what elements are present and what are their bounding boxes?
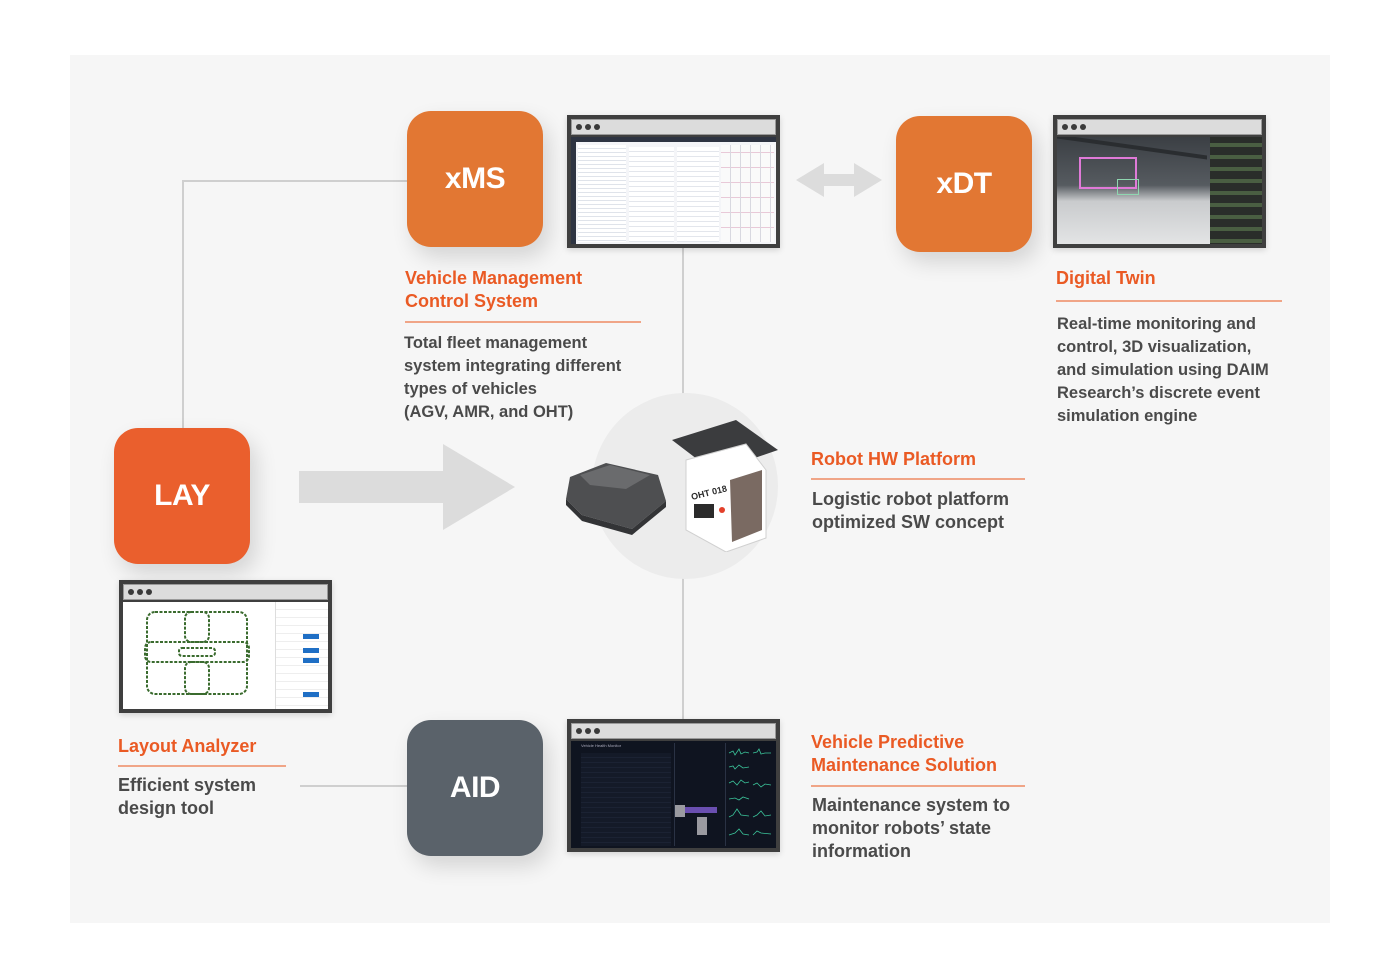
desc-line: system integrating different [404, 357, 622, 375]
desc-line: control, 3D visualization, [1057, 338, 1252, 356]
desc-line: simulation engine [1057, 407, 1198, 425]
vehicle-health-monitor-image: Vehicle Health Monitor [571, 741, 776, 848]
xms-title-line: Control System [405, 291, 539, 311]
window-dot-icon [585, 728, 591, 734]
window-dot-icon [576, 124, 582, 130]
desc-line: Real-time monitoring and [1057, 315, 1256, 333]
robot-divider [811, 478, 1025, 480]
window-dot-icon [128, 589, 134, 595]
window-dot-icon [146, 589, 152, 595]
window-titlebar [571, 119, 776, 135]
aid-title-line: Vehicle Predictive [811, 732, 965, 752]
xms-tile-label: xMS [444, 162, 506, 195]
connector-lay-xms-horizontal [182, 180, 408, 182]
3d-warehouse-simulation-image [1057, 137, 1262, 244]
track-layout-drawing [144, 611, 250, 695]
oht-robot-image: OHT 018 [672, 420, 778, 552]
lay-title: Layout Analyzer [118, 736, 257, 756]
connector-lay-aid [300, 785, 408, 787]
desc-line: information [812, 841, 911, 861]
aid-divider [811, 785, 1025, 787]
xdt-tile-label: xDT [936, 167, 992, 200]
xms-title-line: Vehicle Management [405, 268, 583, 288]
window-titlebar [1057, 119, 1262, 135]
xdt-divider [1056, 300, 1282, 302]
bidirectional-arrow-icon [796, 163, 882, 197]
window-dot-icon [1071, 124, 1077, 130]
aid-title: Vehicle Predictive Maintenance Solution [811, 731, 997, 777]
lay-description: Efficient system design tool [118, 774, 256, 820]
lay-screenshot-window [119, 580, 332, 713]
robot-title: Robot HW Platform [811, 449, 976, 469]
desc-line: (AGV, AMR, and OHT) [404, 403, 574, 421]
window-dot-icon [1080, 124, 1086, 130]
xms-title: Vehicle Management Control System [405, 267, 582, 313]
health-monitor-header: Vehicle Health Monitor [581, 743, 622, 748]
desc-line: optimized SW concept [812, 512, 1005, 532]
window-titlebar [571, 723, 776, 739]
aid-tile-label: AID [449, 771, 501, 804]
window-dot-icon [594, 124, 600, 130]
xms-tile[interactable]: xMS [407, 111, 543, 247]
desc-line: Efficient system [118, 775, 257, 795]
xms-screenshot-window [567, 115, 780, 248]
fleet-management-dashboard-image [571, 137, 776, 244]
track-layout-editor-image [123, 602, 328, 709]
window-dot-icon [585, 124, 591, 130]
desc-line: and simulation using DAIM [1057, 361, 1269, 379]
desc-line: Total fleet management [404, 334, 588, 352]
window-dot-icon [137, 589, 143, 595]
xdt-title: Digital Twin [1056, 268, 1156, 288]
desc-line: types of vehicles [404, 380, 537, 398]
xms-description: Total fleet management system integratin… [404, 332, 621, 424]
aid-description: Maintenance system to monitor robots’ st… [812, 794, 1010, 863]
robot-description: Logistic robot platform optimized SW con… [812, 488, 1009, 534]
amr-robot-image [566, 463, 666, 535]
xdt-screenshot-window [1053, 115, 1266, 248]
window-dot-icon [1062, 124, 1068, 130]
desc-line: Maintenance system to [812, 795, 1011, 815]
aid-title-line: Maintenance Solution [811, 755, 998, 775]
aid-screenshot-window: Vehicle Health Monitor [567, 719, 780, 852]
lay-tile-label: LAY [154, 479, 210, 512]
window-titlebar [123, 584, 328, 600]
lay-divider [118, 765, 286, 767]
connector-lay-xms-vertical [182, 180, 184, 430]
sensor-sparklines [728, 748, 772, 836]
desc-line: Logistic robot platform [812, 489, 1009, 509]
desc-line: design tool [118, 798, 214, 818]
aid-tile[interactable]: AID [407, 720, 543, 856]
right-arrow-icon [299, 444, 515, 530]
xdt-description: Real-time monitoring and control, 3D vis… [1057, 313, 1269, 428]
desc-line: monitor robots’ state [812, 818, 992, 838]
lay-tile[interactable]: LAY [114, 428, 250, 564]
xdt-tile[interactable]: xDT [896, 116, 1032, 252]
desc-line: Research’s discrete event [1057, 384, 1261, 402]
window-dot-icon [576, 728, 582, 734]
connector-robot-aid [682, 576, 684, 722]
xms-divider [405, 321, 641, 323]
window-dot-icon [594, 728, 600, 734]
connector-xms-robot [682, 246, 684, 396]
